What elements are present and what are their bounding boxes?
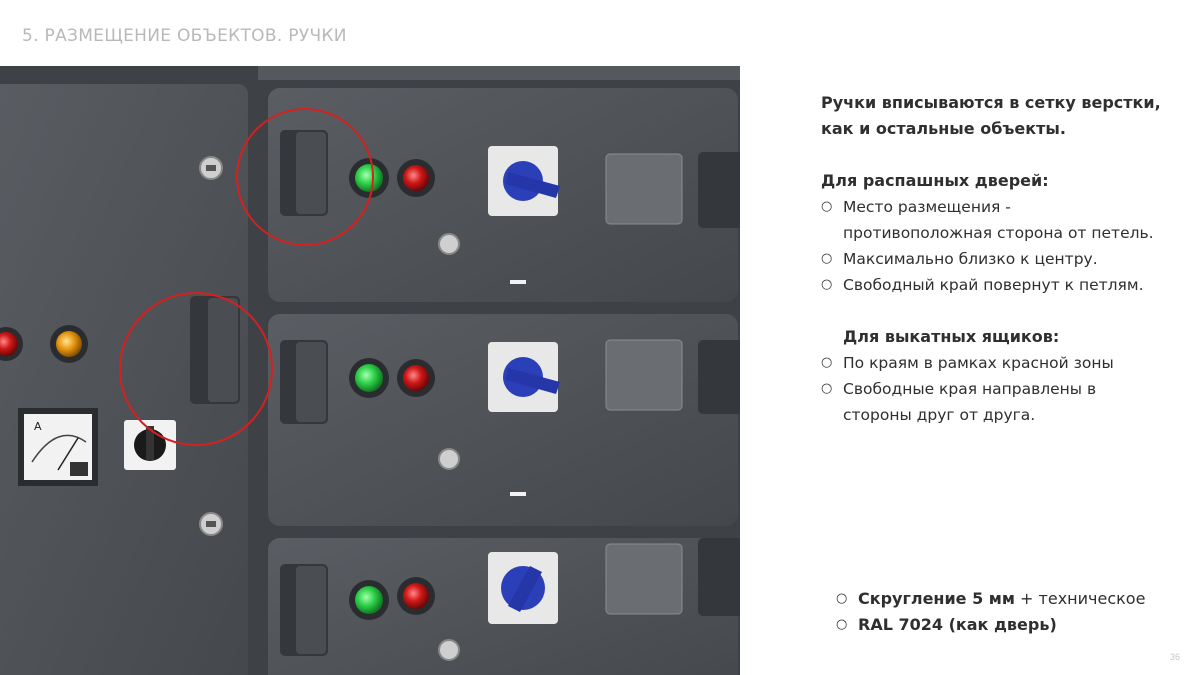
drawer-2-lamps xyxy=(349,358,435,398)
drawer-3-label-plate xyxy=(605,543,683,615)
switchgear-drawing: A xyxy=(0,66,740,675)
list-item: ○ По краям в рамках красной зоны xyxy=(821,350,1191,376)
door-handle xyxy=(190,296,240,404)
drawer-2-label-plate xyxy=(605,339,683,411)
drawer-1-handle-left xyxy=(280,130,328,216)
door-key-lock-top xyxy=(199,156,223,180)
door-red-lamp xyxy=(0,332,18,356)
list-item: ○ Свободные края направлены в стороны др… xyxy=(821,376,1191,428)
drawer-3-handle-left xyxy=(280,564,328,656)
bullet-circle-icon: ○ xyxy=(821,355,833,370)
bullet-circle-icon: ○ xyxy=(821,199,833,214)
drawer-handle-highlight-circle xyxy=(236,108,374,246)
list-item: ○ Скругление 5 мм + техническое xyxy=(836,586,1186,612)
drawers-heading: Для выкатных ящиков: xyxy=(843,327,1060,346)
drawer-2-key-lock xyxy=(438,448,460,470)
page-number: 36 xyxy=(1169,652,1180,662)
drawer-1-rotary-switch xyxy=(488,146,560,216)
drawer-3-key-lock xyxy=(438,639,460,661)
spec-notes: ○ Скругление 5 мм + техническое ○ RAL 70… xyxy=(836,586,1186,638)
bullet-circle-icon: ○ xyxy=(836,617,848,632)
lead-statement: Ручки вписываются в сетку верстки, как и… xyxy=(821,93,1161,138)
list-item: ○ Место размещения - противоположная сто… xyxy=(821,194,1191,246)
drawer-3-rotary-switch xyxy=(488,552,558,624)
door-rotary-switch xyxy=(124,420,176,470)
door-key-lock-bottom xyxy=(199,512,223,536)
ammeter: A xyxy=(18,408,98,486)
list-item: ○ RAL 7024 (как дверь) xyxy=(836,612,1186,638)
swing-door xyxy=(0,84,248,675)
drawer-2-handle-right xyxy=(698,340,740,414)
swing-doors-heading: Для распашных дверей: xyxy=(821,171,1049,190)
svg-text:A: A xyxy=(34,420,42,433)
drawers-list: ○ По краям в рамках красной зоны ○ Свобо… xyxy=(821,350,1191,428)
bullet-circle-icon: ○ xyxy=(821,381,833,396)
bullet-circle-icon: ○ xyxy=(821,251,833,266)
drawer-1-label-plate xyxy=(605,153,683,225)
drawer-1-key-lock xyxy=(438,233,460,255)
door-handle-highlight-circle xyxy=(119,292,273,446)
bullet-circle-icon: ○ xyxy=(836,591,848,606)
slide-title: 5. РАЗМЕЩЕНИЕ ОБЪЕКТОВ. РУЧКИ xyxy=(22,26,347,46)
list-item: ○ Максимально близко к центру. xyxy=(821,246,1191,272)
door-amber-lamp xyxy=(56,331,82,357)
bullet-circle-icon: ○ xyxy=(821,277,833,292)
drawer-2-rotary-switch xyxy=(488,342,560,412)
description-text: Ручки вписываются в сетку верстки, как и… xyxy=(821,90,1191,454)
swing-doors-list: ○ Место размещения - противоположная сто… xyxy=(821,194,1191,298)
list-item: ○ Свободный край повернут к петлям. xyxy=(821,272,1191,298)
drawer-3-handle-right xyxy=(698,538,740,616)
switchgear-illustration: A xyxy=(0,66,740,675)
drawer-1-handle-right xyxy=(698,152,740,228)
drawer-1-lamps xyxy=(349,158,435,198)
drawer-3-lamps xyxy=(349,577,435,620)
drawer-2-handle-left xyxy=(280,340,328,424)
